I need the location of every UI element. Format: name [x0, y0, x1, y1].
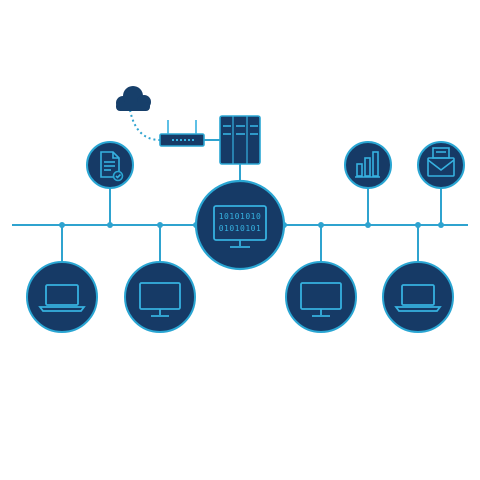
laptop-icon [38, 284, 86, 312]
desktop-binary-icon: 10101010 01010101 [213, 205, 267, 248]
connectors [61, 109, 442, 262]
document-check-node [86, 141, 134, 189]
junction-dot [157, 222, 163, 228]
junction-dot [59, 222, 65, 228]
junction-dot [365, 222, 371, 228]
laptop-icon [394, 284, 442, 312]
monitor-icon [300, 282, 342, 317]
bar-chart-node [344, 141, 392, 189]
monitor-node-2 [285, 261, 357, 333]
laptop-node-2 [382, 261, 454, 333]
envelope-node [417, 141, 465, 189]
cloud-icon [116, 86, 151, 111]
connector-cloud-router [129, 109, 161, 141]
monitor-icon [139, 282, 181, 317]
central-hub-node: 10101010 01010101 [194, 179, 286, 271]
router-icon [159, 120, 205, 147]
junction-dot [415, 222, 421, 228]
server-rack-icon [219, 115, 261, 165]
document-check-icon [100, 151, 124, 182]
binary-row-1: 10101010 [219, 212, 262, 221]
laptop-node-1 [26, 261, 98, 333]
junction-dot [107, 222, 113, 228]
bar-chart-icon [355, 151, 380, 178]
envelope-icon [427, 147, 455, 177]
binary-row-2: 01010101 [219, 224, 262, 233]
monitor-node-1 [124, 261, 196, 333]
junction-dot [318, 222, 324, 228]
junction-dot [438, 222, 444, 228]
